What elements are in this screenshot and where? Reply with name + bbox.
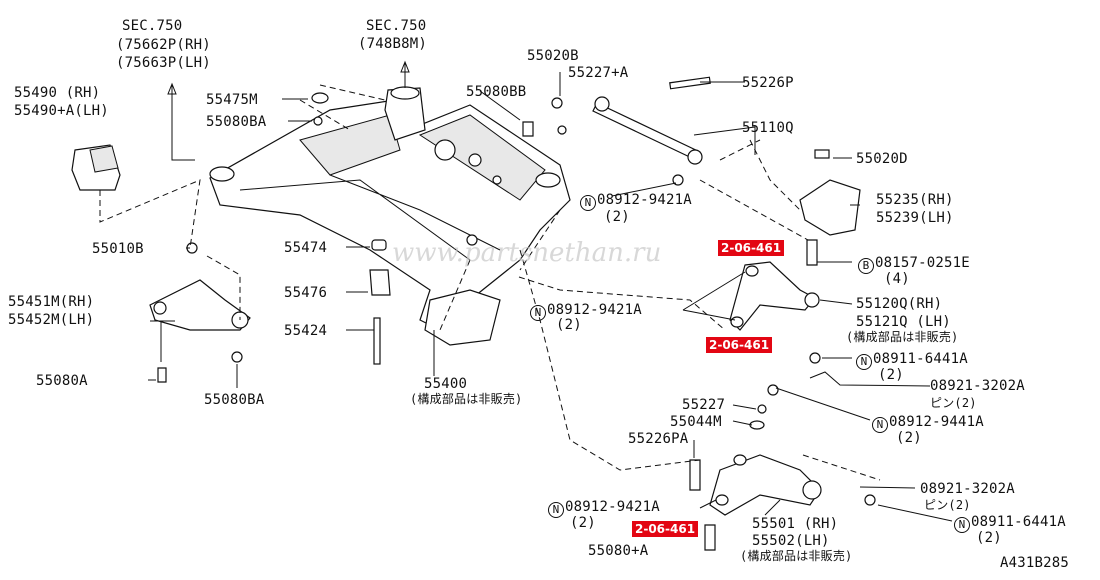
part-55502-note: (構成部品は非販売) xyxy=(740,549,853,563)
part-55400[interactable]: 55400 xyxy=(424,376,468,392)
part-55490-lh[interactable]: 55490+A(LH) xyxy=(14,103,109,119)
part-08921-bot[interactable]: 08921-3202A xyxy=(920,481,1015,497)
ref-tag-2[interactable]: 2-06-461 xyxy=(706,337,773,353)
n-symbol-icon: N xyxy=(954,517,970,533)
part-08157-qty: (4) xyxy=(884,271,910,287)
part-55110q[interactable]: 55110Q xyxy=(742,120,794,136)
part-08912-mid-qty: (2) xyxy=(556,317,582,333)
n-symbol-icon: N xyxy=(856,354,872,370)
part-08921-bot-qty: ピン(2) xyxy=(924,498,971,512)
part-55476[interactable]: 55476 xyxy=(284,285,328,301)
part-08911-top-qty: (2) xyxy=(878,367,904,383)
b-symbol-icon: B xyxy=(858,258,874,274)
part-55452m[interactable]: 55452M(LH) xyxy=(8,312,95,328)
watermark: www.partsnethan.ru xyxy=(392,238,662,268)
part-55400-note: (構成部品は非販売) xyxy=(410,392,523,406)
sec750-a-rh-label[interactable]: (75662P(RH) xyxy=(116,37,211,53)
part-55227[interactable]: 55227 xyxy=(682,397,726,413)
part-55080a-bot[interactable]: 55080+A xyxy=(588,543,649,559)
part-55226pa[interactable]: 55226PA xyxy=(628,431,689,447)
part-55121q[interactable]: 55121Q (LH) xyxy=(856,314,951,330)
ref-tag-3[interactable]: 2-06-461 xyxy=(632,521,699,537)
n-symbol-icon: N xyxy=(580,195,596,211)
part-55120q[interactable]: 55120Q(RH) xyxy=(856,296,943,312)
sec750-b-num-label[interactable]: (748B8M) xyxy=(358,36,428,52)
part-55080a[interactable]: 55080A xyxy=(36,373,88,389)
part-55475m[interactable]: 55475M xyxy=(206,92,258,108)
part-55080bb[interactable]: 55080BB xyxy=(466,84,527,100)
part-55474[interactable]: 55474 xyxy=(284,240,328,256)
part-55080ba-top[interactable]: 55080BA xyxy=(206,114,267,130)
part-55227a[interactable]: 55227+A xyxy=(568,65,629,81)
n-symbol-icon: N xyxy=(530,305,546,321)
part-55080ba-bot[interactable]: 55080BA xyxy=(204,392,265,408)
part-55010b[interactable]: 55010B xyxy=(92,241,144,257)
sec750-a-lh-label[interactable]: (75663P(LH) xyxy=(116,55,211,71)
part-08911-bot-qty: (2) xyxy=(976,530,1002,546)
part-08912-bot-qty: (2) xyxy=(570,515,596,531)
part-55121q-note: (構成部品は非販売) xyxy=(846,330,959,344)
sec750-b-label[interactable]: SEC.750 xyxy=(366,18,427,34)
part-55490-rh[interactable]: 55490 (RH) xyxy=(14,85,101,101)
part-55424[interactable]: 55424 xyxy=(284,323,328,339)
part-55044m[interactable]: 55044M xyxy=(670,414,722,430)
part-55020b[interactable]: 55020B xyxy=(527,48,579,64)
part-08912-right-qty: (2) xyxy=(896,430,922,446)
part-55235[interactable]: 55235(RH) xyxy=(876,192,954,208)
part-08921-top-qty: ピン(2) xyxy=(930,396,977,410)
part-08912-top-qty: (2) xyxy=(604,209,630,225)
part-55226p[interactable]: 55226P xyxy=(742,75,794,91)
part-08921-top[interactable]: 08921-3202A xyxy=(930,378,1025,394)
part-55451m[interactable]: 55451M(RH) xyxy=(8,294,95,310)
n-symbol-icon: N xyxy=(872,417,888,433)
ref-tag-1[interactable]: 2-06-461 xyxy=(718,240,785,256)
part-55020d[interactable]: 55020D xyxy=(856,151,908,167)
part-55502[interactable]: 55502(LH) xyxy=(752,533,830,549)
sec750-a-label[interactable]: SEC.750 xyxy=(122,18,183,34)
n-symbol-icon: N xyxy=(548,502,564,518)
diagram-id: A431B285 xyxy=(1000,555,1070,571)
part-55239[interactable]: 55239(LH) xyxy=(876,210,954,226)
part-55501[interactable]: 55501 (RH) xyxy=(752,516,839,532)
